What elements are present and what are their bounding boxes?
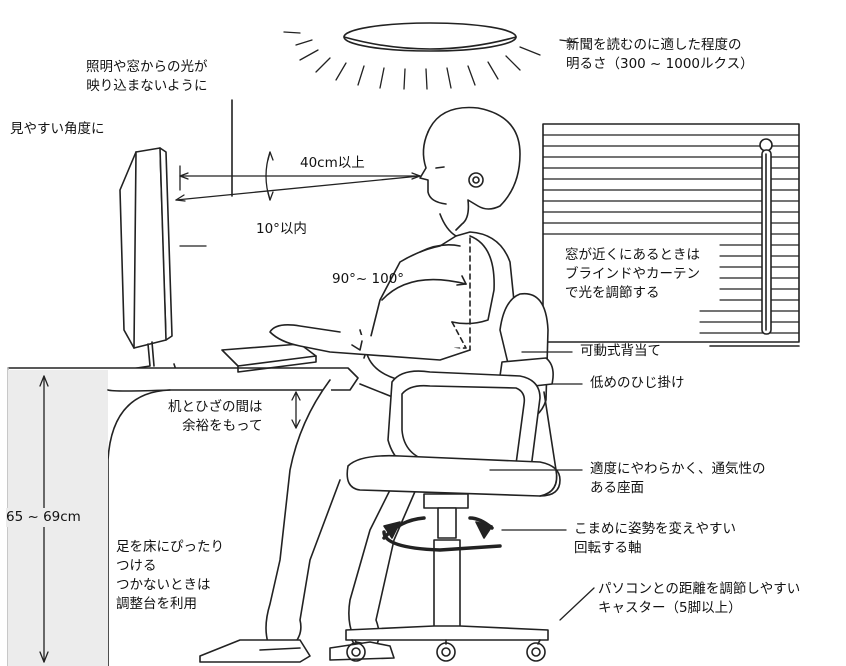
swivel-label: こまめに姿勢を変えやすい 回転する軸 [574, 521, 736, 556]
window-blind [542, 123, 800, 347]
armrest-label: 低めのひじ掛け [590, 375, 685, 391]
distance-label: 40cm以上 [300, 155, 365, 171]
desk-height-label: 65 ~ 69cm [6, 508, 81, 527]
glare-label: 照明や窓からの光が 映り込まないように [86, 59, 208, 94]
feet-label: 足を床にぴったり つける つかないときは 調整台を利用 [116, 539, 224, 612]
swivel-arrows [382, 516, 502, 552]
lighting-label: 新聞を読むのに適した程度の 明るさ（300 ~ 1000ルクス） [566, 37, 754, 72]
tilt-label: 10°以内 [256, 221, 307, 237]
monitor [119, 147, 177, 371]
angle-label: 見やすい角度に [10, 121, 105, 137]
knee-space-label: 机とひざの間は 余裕をもって [168, 399, 263, 434]
ceiling-light [283, 22, 577, 90]
casters-label: パソコンとの距離を調節しやすい キャスター（5脚以上） [598, 581, 801, 616]
keyboard [221, 343, 317, 373]
viewing-lines [175, 151, 421, 247]
leader-lines [489, 351, 595, 621]
light-rays [283, 31, 577, 90]
knee-gap-dimension [291, 391, 301, 429]
office-chair [345, 292, 561, 662]
backrest-label: 可動式背当て [580, 343, 661, 359]
seat-label: 適度にやわらかく、通気性の ある座面 [590, 461, 766, 496]
elbow-angle-label: 90°~ 100° [332, 271, 405, 287]
seated-person [199, 106, 521, 663]
window-label: 窓が近くにあるときは ブラインドやカーテン で光を調節する [565, 246, 700, 303]
